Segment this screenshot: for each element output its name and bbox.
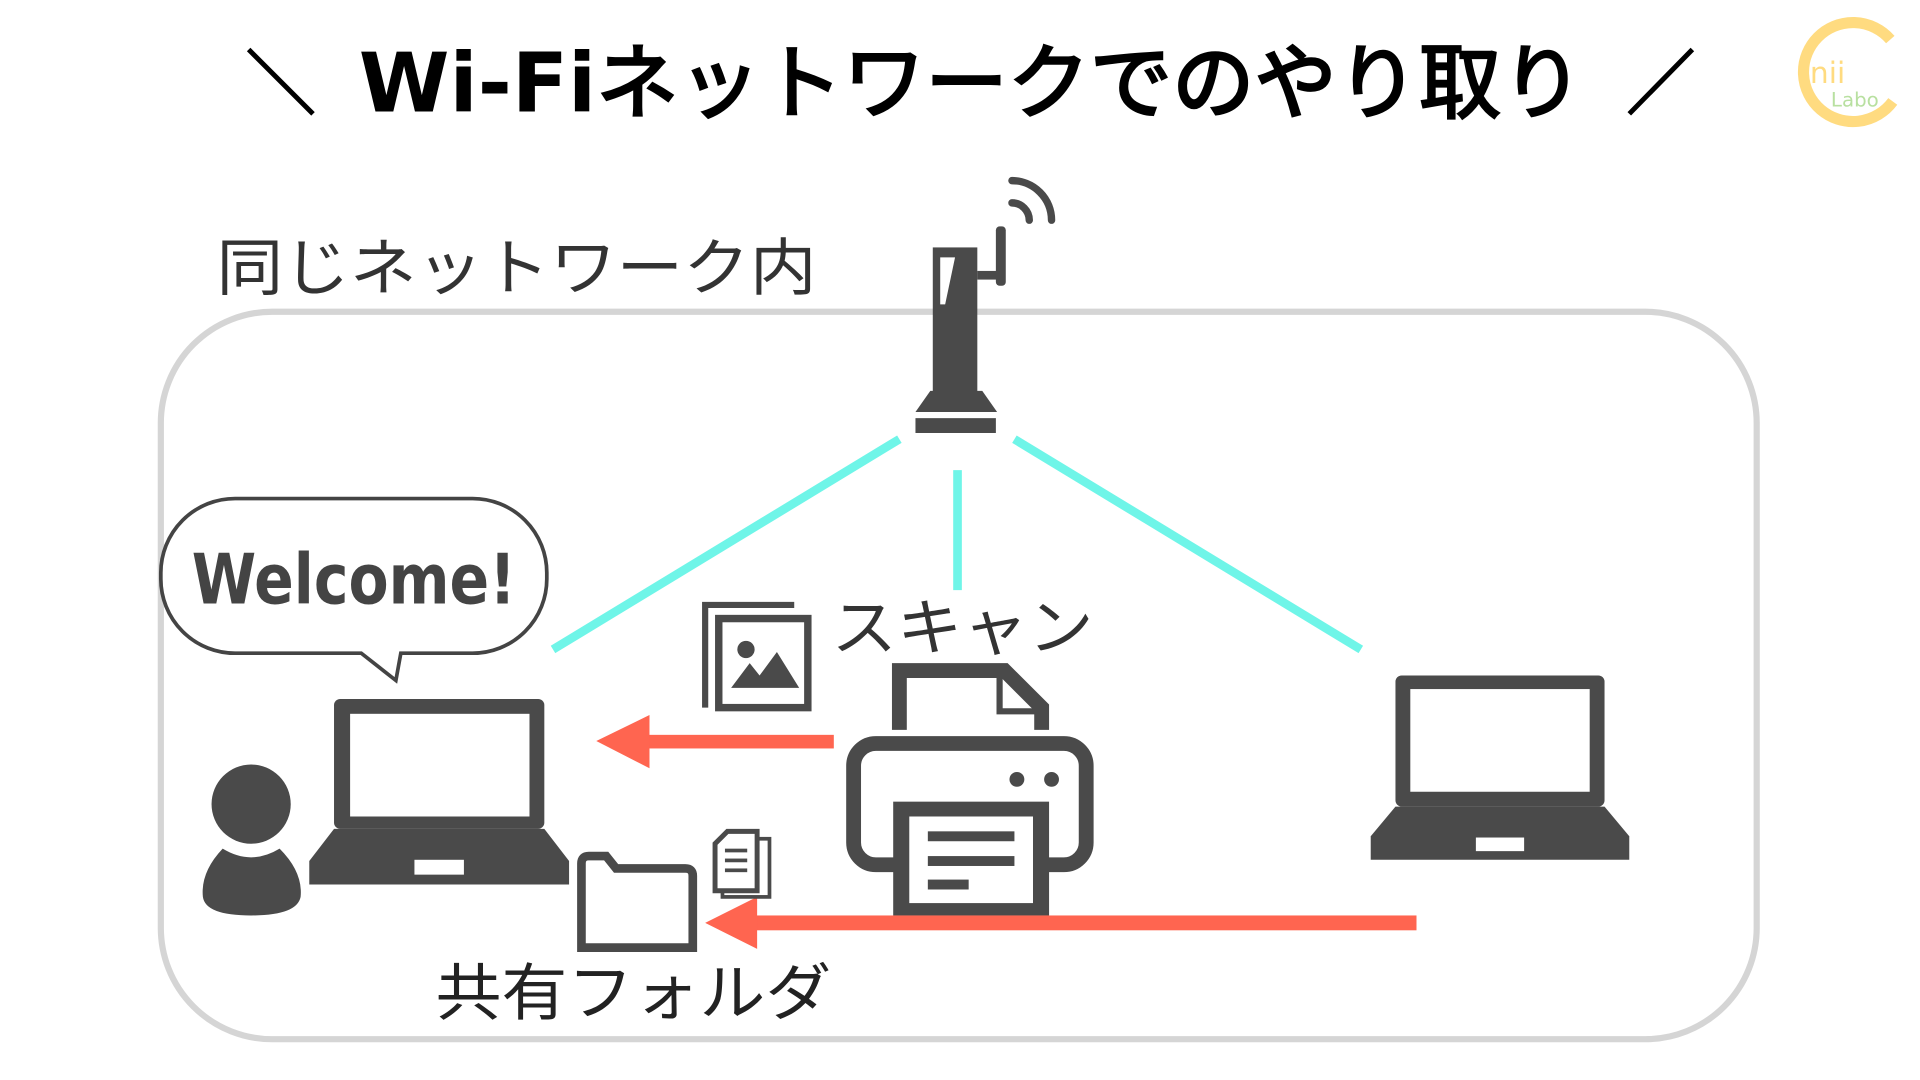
folder-icon <box>577 851 698 952</box>
router-icon <box>915 176 1056 433</box>
page-title: Wi-Fiネットワークでのやり取り <box>359 36 1584 131</box>
welcome-text: Welcome! <box>192 541 516 621</box>
shared-folder-arrow <box>705 896 1417 949</box>
laptop-icon-right <box>1370 675 1630 860</box>
connection-right-laptop <box>1012 435 1364 654</box>
person-icon <box>202 764 301 916</box>
logo: nii Labo <box>1797 17 1898 128</box>
wifi-connections <box>550 435 1364 654</box>
speech-bubble: Welcome! <box>158 496 549 684</box>
logo-text-top: nii <box>1810 56 1845 91</box>
printer-icon <box>846 663 1094 916</box>
wifi-icon <box>1008 176 1056 224</box>
shared-folder-label: 共有フォルダ <box>435 957 831 1029</box>
scan-arrow <box>596 715 834 769</box>
title-decoration-left <box>246 47 315 116</box>
connection-left-laptop <box>550 435 902 654</box>
document-icon <box>712 828 772 899</box>
image-icon <box>702 601 812 712</box>
scan-label: スキャン <box>831 592 1093 664</box>
logo-text-bottom: Labo <box>1831 88 1879 111</box>
network-label: 同じネットワーク内 <box>216 232 816 304</box>
title-decoration-right <box>1627 47 1695 116</box>
laptop-icon-left <box>309 698 570 885</box>
